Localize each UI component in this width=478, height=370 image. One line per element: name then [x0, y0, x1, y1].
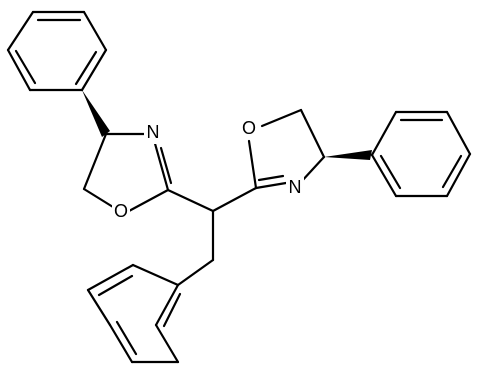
wedge-bond-left: [82, 90, 110, 137]
oxazoline-ring-right: [247, 108, 326, 190]
oxazoline-ring-left: [82, 132, 173, 213]
atom-label-o-right: O: [242, 118, 256, 138]
atom-label-o-left: O: [114, 201, 128, 221]
atom-label-n-right: N: [289, 177, 302, 197]
wedge-bond-right: [324, 150, 372, 160]
atom-label-n-left: N: [147, 122, 160, 142]
phenyl-ring-right: [370, 110, 472, 198]
phenyl-ring-bottom: [86, 263, 182, 364]
phenyl-ring-top-left: [6, 10, 108, 92]
central-linker: [166, 186, 258, 287]
